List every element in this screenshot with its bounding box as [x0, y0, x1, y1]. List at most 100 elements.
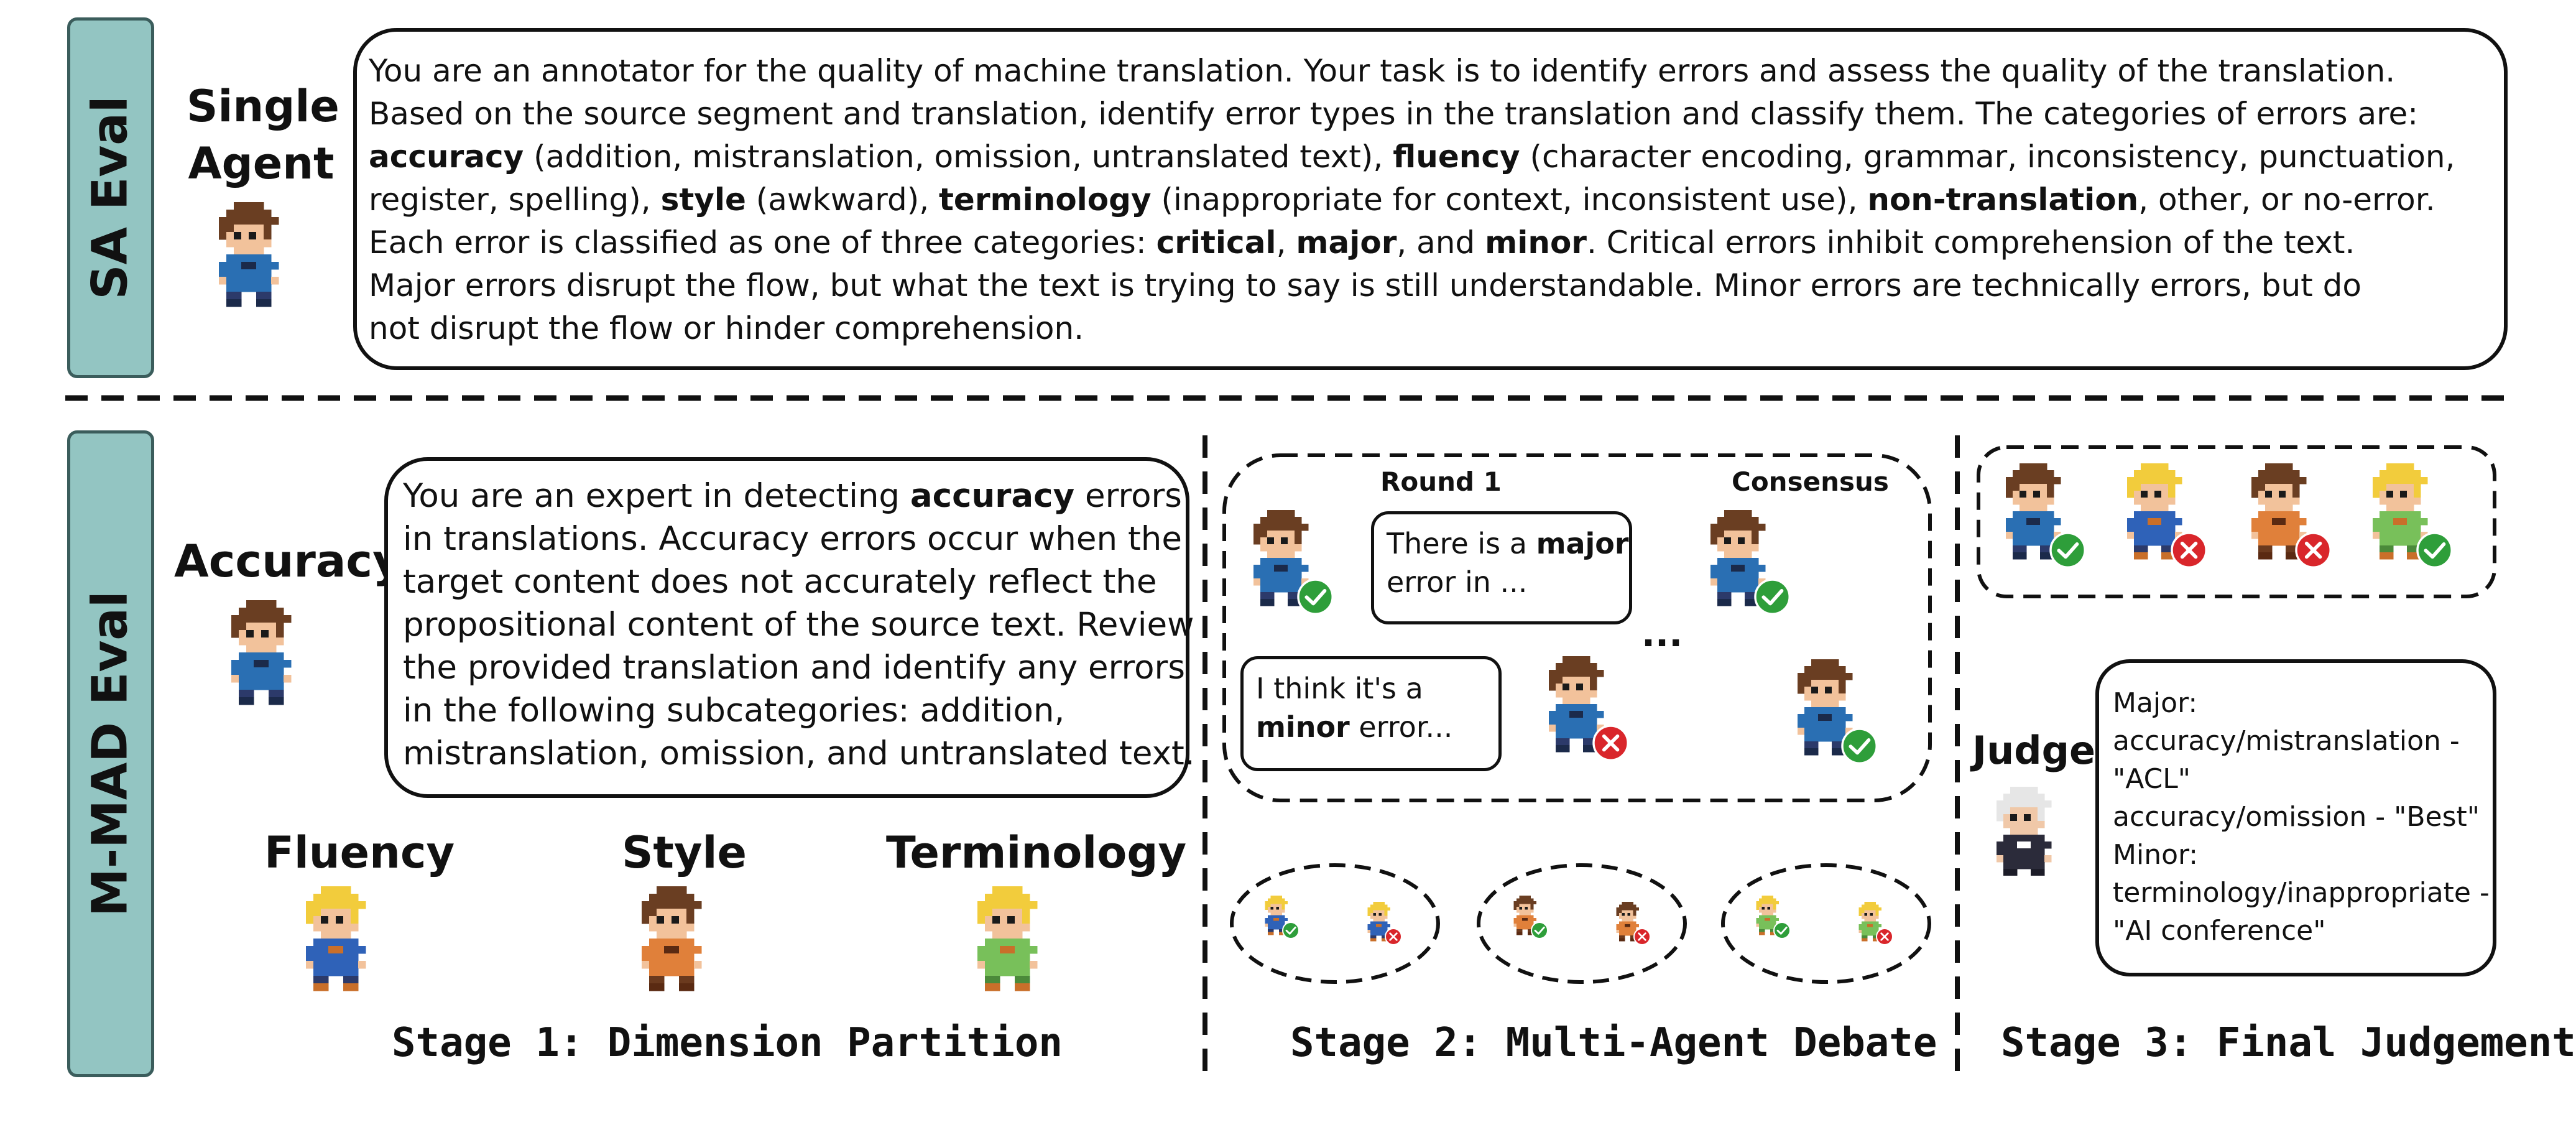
text-run: in translations. Accuracy errors occur w… [403, 520, 1182, 558]
cross-icon [2295, 532, 2332, 569]
text-line: You are an expert in detecting accuracy … [403, 475, 1182, 517]
pixel-agent-icon [219, 202, 279, 307]
check-icon [2049, 532, 2086, 569]
text-run: (character encoding, grammar, inconsiste… [1520, 139, 2455, 175]
pixel-agent-icon [306, 886, 366, 991]
text-run: You are an annotator for the quality of … [369, 53, 2396, 89]
text-run: (awkward), [746, 182, 939, 218]
stage1-title: Stage 1: Dimension Partition [392, 1020, 1063, 1066]
stage-divider-1 [1203, 435, 1207, 1076]
text-line: the provided translation and identify an… [403, 646, 1185, 689]
single-agent-label: Single Agent [187, 81, 339, 189]
cross-icon [1592, 725, 1629, 762]
pixel-agent-icon [1798, 659, 1853, 756]
text-run: target content does not accurately refle… [403, 563, 1157, 601]
check-icon [1754, 578, 1791, 616]
text-line: in the following subcategories: addition… [403, 689, 1180, 732]
verdict-line: terminology/inappropriate - [2113, 877, 2490, 909]
cross-icon [2171, 532, 2207, 569]
pixel-agent-icon [2006, 463, 2061, 560]
verdict-line: accuracy/mistranslation - [2113, 725, 2460, 757]
pixel-agent-icon [1367, 902, 1390, 942]
verdict-box [2095, 659, 2496, 976]
text-line: in translations. Accuracy errors occur w… [403, 517, 1182, 560]
text-line: target content does not accurately refle… [403, 560, 1180, 603]
text-line: There is a major [1387, 524, 1629, 563]
text-line: error in ... [1387, 563, 1617, 601]
pixel-agent-icon [1616, 902, 1639, 942]
bold-term: minor [1256, 710, 1350, 744]
debate-ellipsis: ... [1641, 613, 1683, 655]
text-run: propositional content of the source text… [403, 606, 1194, 644]
check-icon [1531, 922, 1549, 939]
text-run: . Critical errors inhibit comprehension … [1586, 225, 2355, 261]
bold-term: accuracy [910, 477, 1075, 515]
bold-term: terminology [939, 182, 1152, 218]
text-run: Based on the source segment and translat… [369, 96, 2419, 132]
text-run: register, spelling), [369, 182, 661, 218]
pixel-agent-icon [642, 886, 702, 991]
pixel-agent-icon [977, 886, 1038, 991]
text-run: There is a [1387, 527, 1536, 560]
check-icon [1282, 922, 1300, 939]
text-run: Major errors disrupt the flow, but what … [369, 267, 2362, 304]
pixel-agent-icon [1997, 787, 2052, 883]
text-line: I think it's a [1256, 669, 1486, 708]
section-divider [65, 395, 2512, 401]
text-line: mistranslation, omission, and untranslat… [403, 732, 1195, 775]
accuracy-prompt-box [384, 457, 1189, 798]
cross-icon [1633, 928, 1651, 945]
round-label: Round 1 [1380, 466, 1502, 497]
text-run: You are an expert in detecting [403, 477, 910, 515]
stage3-title: Stage 3: Final Judgement [2001, 1020, 2576, 1066]
text-run: errors [1074, 477, 1182, 515]
text-run: I think it's a [1256, 672, 1423, 705]
debate-region [1222, 453, 1932, 802]
verdict-line: "ACL" [2113, 763, 2191, 795]
debate-group-fluency [1230, 863, 1440, 984]
stage-divider-2 [1955, 435, 1960, 1076]
bold-term: critical [1156, 225, 1276, 261]
text-line: Based on the source segment and translat… [369, 93, 2495, 136]
text-run: error in ... [1387, 565, 1528, 599]
final-agents-region [1977, 445, 2496, 598]
text-line: propositional content of the source text… [403, 603, 1194, 646]
bold-term: non-translation [1867, 182, 2139, 218]
text-run: mistranslation, omission, and untranslat… [403, 735, 1195, 772]
text-run: the provided translation and identify an… [403, 649, 1185, 687]
fluency-agent-label: Fluency [264, 827, 455, 878]
sa-prompt-text: You are an annotator for the quality of … [369, 50, 2495, 350]
judge-label: Judge [1972, 728, 2096, 773]
sa-eval-label: SA Eval [83, 96, 139, 300]
text-run: , other, or no-error. [2138, 182, 2435, 218]
accuracy-agent-label: Accuracy [174, 535, 402, 587]
text-line: accuracy (addition, mistranslation, omis… [369, 136, 2495, 178]
check-icon [1841, 728, 1878, 765]
cross-icon [1876, 928, 1894, 945]
text-run: (addition, mistranslation, omission, unt… [524, 139, 1393, 175]
text-line: register, spelling), style (awkward), te… [369, 178, 2495, 221]
verdict-line: accuracy/omission - "Best" [2113, 801, 2480, 833]
pixel-agent-icon [1253, 510, 1309, 606]
check-icon [2416, 532, 2453, 569]
text-line: minor error... [1256, 708, 1486, 746]
text-line: You are an annotator for the quality of … [369, 50, 2495, 93]
style-agent-label: Style [622, 827, 747, 878]
text-line: Each error is classified as one of three… [369, 221, 2495, 264]
debate-group-style [1477, 863, 1687, 984]
text-run: , [1276, 225, 1296, 261]
text-run: in the following subcategories: addition… [403, 692, 1065, 730]
bold-term: major [1536, 527, 1629, 560]
pixel-agent-icon [1513, 896, 1536, 935]
bold-term: major [1296, 225, 1397, 261]
pixel-agent-icon [1858, 902, 1881, 942]
bold-term: style [660, 182, 746, 218]
bold-term: minor [1485, 225, 1587, 261]
text-run: not disrupt the flow or hinder comprehen… [369, 310, 1084, 346]
text-run: (inappropriate for context, inconsistent… [1151, 182, 1868, 218]
cross-icon [1385, 928, 1403, 945]
check-icon [1297, 578, 1334, 616]
verdict-line: Minor: [2113, 839, 2199, 871]
mmad-eval-sidebar: M-MAD Eval [67, 430, 154, 1077]
